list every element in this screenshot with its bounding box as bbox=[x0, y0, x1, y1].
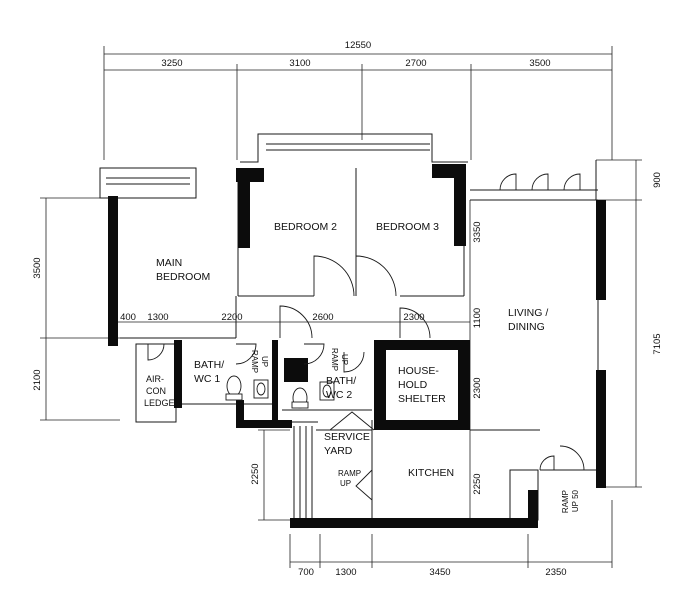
dim-left-1: 3500 bbox=[32, 257, 43, 278]
main-bedroom-label-line-1: MAIN bbox=[156, 257, 182, 269]
dim-right-2: 7105 bbox=[652, 333, 663, 354]
dim-inner-v2: 2300 bbox=[472, 377, 483, 398]
bedroom-3-label: BEDROOM 3 bbox=[376, 221, 439, 233]
walls bbox=[108, 164, 606, 528]
aircon-ledge-label-line-1: AIR- bbox=[146, 374, 164, 384]
bath-wc-1-label: BATH/ WC 1 bbox=[194, 359, 224, 385]
dim-top-1: 3250 bbox=[161, 58, 182, 69]
bottom-dimension-lines bbox=[289, 500, 613, 568]
left-dimension-lines bbox=[40, 197, 290, 521]
ramp-yard-line-1: RAMP bbox=[338, 469, 361, 478]
household-shelter-label-line-2: HOLD bbox=[398, 379, 428, 391]
bedroom-2-label: BEDROOM 2 bbox=[274, 221, 337, 233]
ramp-up-bath-2-label: RAMP UP bbox=[330, 348, 349, 371]
living-dining-label-line-2: DINING bbox=[508, 321, 545, 333]
main-bedroom-label: MAIN BEDROOM bbox=[156, 257, 210, 283]
household-shelter-label-line-3: SHELTER bbox=[398, 393, 446, 405]
bath-wc-1-label-line-2: WC 1 bbox=[194, 373, 220, 385]
top-dimension-lines bbox=[103, 46, 613, 160]
dim-right-1: 900 bbox=[652, 172, 663, 188]
dim-left-inner: 2250 bbox=[250, 463, 261, 484]
sink-bath-2 bbox=[319, 381, 335, 401]
dim-top-4: 3500 bbox=[529, 58, 550, 69]
dim-top-3: 2700 bbox=[405, 58, 426, 69]
dim-bottom-3: 3450 bbox=[429, 567, 450, 578]
kitchen-label: KITCHEN bbox=[408, 467, 454, 479]
ramp-bath-2-line-1: RAMP bbox=[330, 348, 339, 371]
dim-top-2: 3100 bbox=[289, 58, 310, 69]
ramp-bath-1-line-1: RAMP bbox=[250, 350, 259, 373]
dim-inner-6: 1100 bbox=[472, 308, 483, 328]
dim-bottom-2: 1300 bbox=[335, 567, 356, 578]
service-yard-label: SERVICE YARD bbox=[324, 431, 370, 457]
dim-inner-4: 2600 bbox=[312, 312, 333, 323]
ramp-bath-2-line-2: UP bbox=[340, 354, 349, 365]
dim-inner-v1: 3350 bbox=[472, 221, 483, 242]
toilet-bath-2 bbox=[291, 387, 309, 409]
household-shelter-label: HOUSE- HOLD SHELTER bbox=[398, 365, 446, 405]
service-yard-label-line-2: YARD bbox=[324, 445, 353, 457]
ramp-entry-line-2: UP 50 bbox=[571, 489, 580, 512]
dim-inner-1: 400 bbox=[120, 312, 136, 323]
dim-top-total: 12550 bbox=[345, 40, 371, 51]
aircon-ledge-label-line-2: CON bbox=[146, 386, 166, 396]
living-dining-label-line-1: LIVING / bbox=[508, 307, 548, 319]
dim-left-2: 2100 bbox=[32, 369, 43, 390]
aircon-ledge-label-line-3: LEDGE bbox=[144, 398, 175, 408]
living-dining-label: LIVING / DINING bbox=[508, 307, 548, 333]
dim-inner-5: 2300 bbox=[403, 312, 424, 323]
dim-bottom-1: 700 bbox=[298, 567, 314, 578]
dim-inner-v3: 2250 bbox=[472, 473, 483, 494]
ramp-bath-1-line-2: UP bbox=[260, 356, 269, 367]
bath-wc-2-label-line-1: BATH/ bbox=[326, 375, 356, 387]
dim-bottom-4: 2350 bbox=[545, 567, 566, 578]
ramp-up-entry-label: RAMP UP 50 bbox=[561, 489, 580, 513]
doors bbox=[147, 173, 585, 501]
dim-inner-3: 2200 bbox=[221, 312, 242, 323]
dim-inner-2: 1300 bbox=[147, 312, 168, 323]
service-yard-label-line-1: SERVICE bbox=[324, 431, 370, 443]
bath-wc-2-label-line-2: WC 2 bbox=[326, 389, 352, 401]
household-shelter-label-line-1: HOUSE- bbox=[398, 365, 439, 377]
ramp-up-yard-label: RAMP UP bbox=[338, 469, 361, 488]
main-bedroom-label-line-2: BEDROOM bbox=[156, 271, 210, 283]
toilet-bath-1 bbox=[225, 375, 243, 401]
bath-wc-1-label-line-1: BATH/ bbox=[194, 359, 224, 371]
ramp-yard-line-2: UP bbox=[340, 479, 351, 488]
ramp-up-bath-1-label: RAMP UP bbox=[250, 350, 269, 373]
aircon-ledge-label: AIR- CON LEDGE bbox=[144, 374, 175, 408]
sink-bath-1 bbox=[253, 379, 269, 399]
ramp-entry-line-1: RAMP bbox=[561, 490, 570, 513]
bath-wc-2-label: BATH/ WC 2 bbox=[326, 375, 356, 401]
